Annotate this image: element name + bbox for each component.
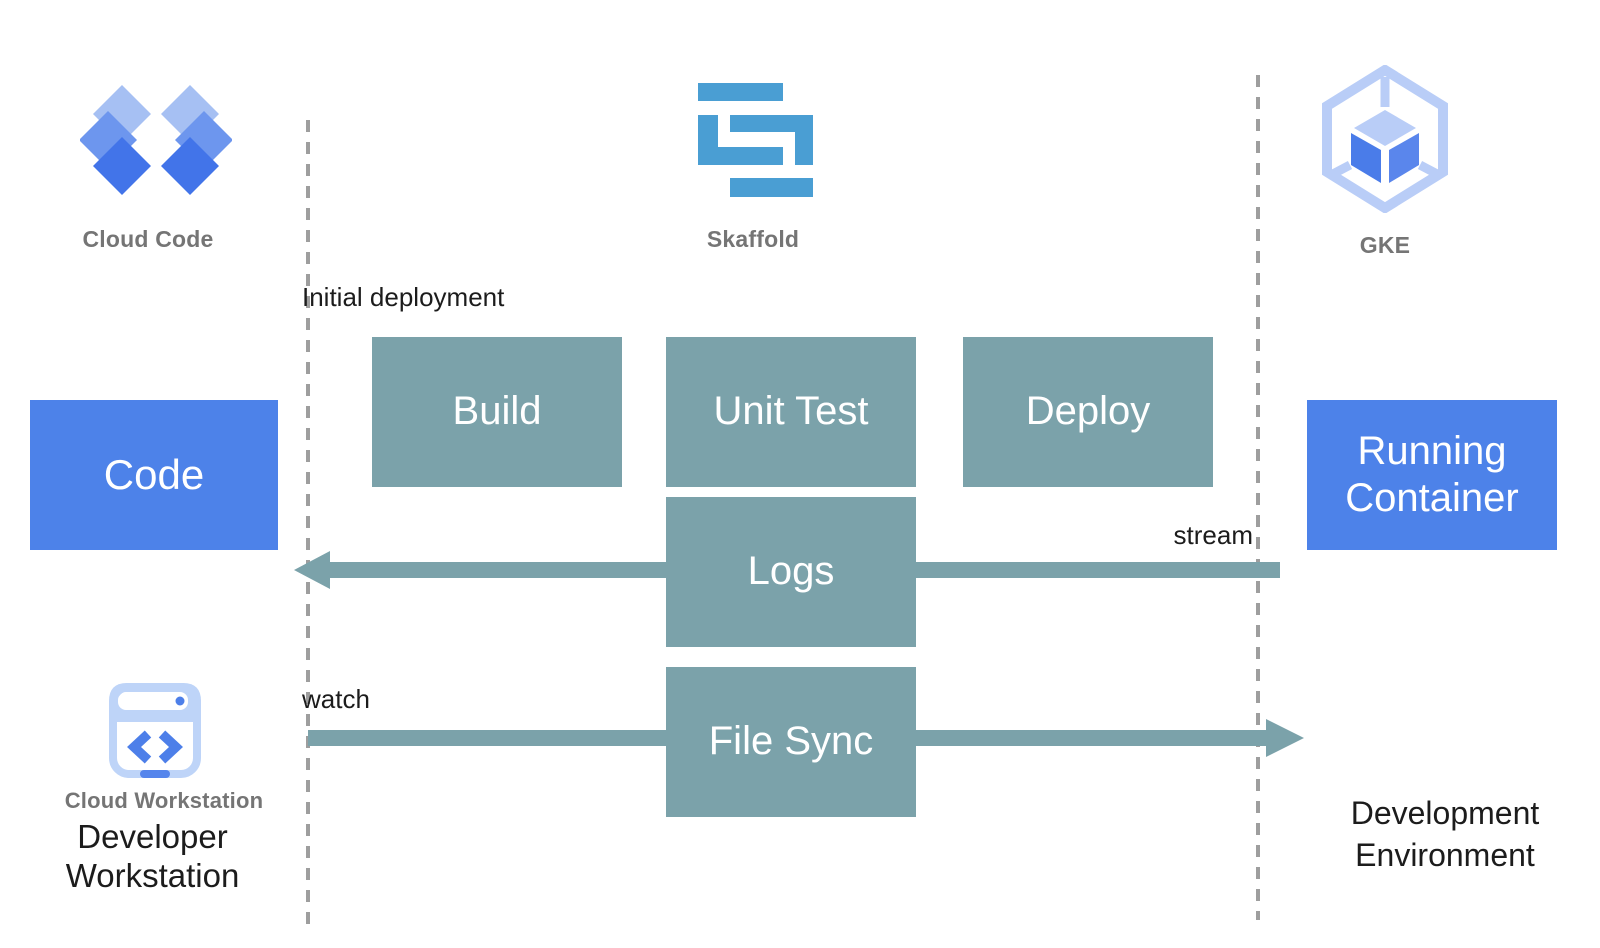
cloud-code-label: Cloud Code xyxy=(82,226,214,252)
cloud-workstation-label: Cloud Workstation xyxy=(64,788,264,813)
build-node: Build xyxy=(372,337,622,487)
skaffold-icon xyxy=(698,83,813,197)
initial-deployment-label: Initial deployment xyxy=(302,282,505,312)
swimlane-divider-right xyxy=(1256,75,1260,920)
gke-label: GKE xyxy=(1359,232,1411,258)
gke-icon xyxy=(1322,65,1448,213)
unit-test-node: Unit Test xyxy=(666,337,916,487)
stream-label: stream xyxy=(1173,520,1253,550)
logs-stream-arrowhead-icon xyxy=(294,551,330,589)
file-sync-watch-arrowhead-icon xyxy=(1266,719,1304,757)
cloud-code-icon xyxy=(80,85,232,195)
developer-workstation-label: Developer Workstation xyxy=(65,818,240,894)
development-environment-label: Development Environment xyxy=(1350,795,1540,873)
deploy-node: Deploy xyxy=(963,337,1213,487)
running-container-node: Running Container xyxy=(1307,400,1557,550)
file-sync-node: File Sync xyxy=(666,667,916,817)
cloud-workstation-icon xyxy=(109,683,201,778)
logs-node: Logs xyxy=(666,497,916,647)
swimlane-divider-left xyxy=(306,120,310,932)
skaffold-label: Skaffold xyxy=(706,226,800,252)
code-node: Code xyxy=(30,400,278,550)
watch-label: watch xyxy=(302,684,370,714)
